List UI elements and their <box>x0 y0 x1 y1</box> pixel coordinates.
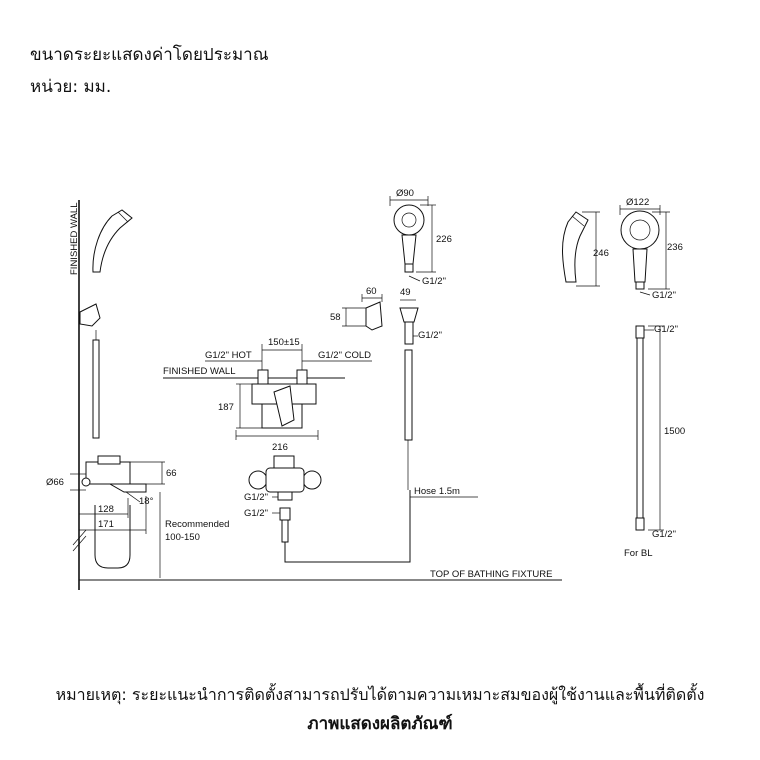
shower-head-122-side-icon <box>562 211 589 283</box>
installation-note: หมายเหตุ: ระยะแนะนำการติดตั้งสามารถปรับไ… <box>55 685 705 704</box>
label-recommended: Recommended <box>165 519 229 530</box>
label-dim-58: 58 <box>330 312 341 323</box>
label-finished-wall: FINISHED WALL <box>163 366 236 377</box>
label-recommended-range: 100-150 <box>165 532 200 543</box>
shower-head-90-icon <box>393 204 425 236</box>
holder-bracket-icon <box>365 301 383 331</box>
mixer-front-body-icon <box>265 467 305 493</box>
hose-1500-icon <box>636 337 644 519</box>
hose-side-icon <box>92 339 100 439</box>
label-hose: Hose 1.5m <box>414 486 460 497</box>
label-dim-226: 226 <box>436 234 452 245</box>
hose-connector-49: 49 G1/2" <box>399 287 442 345</box>
hand-shower-side-icon <box>92 209 133 273</box>
label-dim-246: 246 <box>593 248 609 259</box>
handle-122-icon <box>632 248 648 283</box>
note-unit: หน่วย: มม. <box>30 77 112 97</box>
shower-head-122-icon <box>620 210 660 250</box>
connector-49-icon <box>399 307 419 323</box>
label-dia-122: Ø122 <box>626 197 649 208</box>
note-approximate-dimensions: ขนาดระยะแสดงค่าโดยประมาณ <box>30 45 269 65</box>
label-dim-49: 49 <box>400 287 411 298</box>
label-for-bl: For BL <box>624 548 653 559</box>
label-dim-128: 128 <box>98 504 114 515</box>
label-dim-60: 60 <box>366 286 377 297</box>
outlet-pipe-icon <box>281 519 289 543</box>
product-caption: ภาพแสดงผลิตภัณฑ์ <box>307 714 453 734</box>
label-width-216: 216 <box>272 442 288 453</box>
bathtub-outline <box>94 505 131 569</box>
label-finished-wall-vertical: FINISHED WALL <box>69 203 80 276</box>
label-g12-hs2: G1/2" <box>652 290 676 301</box>
label-cold: G1/2" COLD <box>318 350 371 361</box>
hose-icon <box>404 349 413 441</box>
hose-assembly: Hose 1.5m <box>404 349 478 498</box>
label-g12-b: G1/2" <box>244 508 268 519</box>
mixer-front-view: G1/2" G1/2" <box>244 455 411 563</box>
label-dim-236: 236 <box>667 242 683 253</box>
label-g12-hs1: G1/2" <box>422 276 446 287</box>
hand-shower-122-front: Ø122 236 G1/2" <box>619 197 683 301</box>
label-height-187: 187 <box>218 402 234 413</box>
mixer-handle-icon <box>273 385 295 427</box>
mixer-side-body-icon <box>85 461 131 485</box>
label-g12-hose-top: G1/2" <box>654 324 678 335</box>
label-spacing: 150±15 <box>268 337 300 348</box>
label-hot: G1/2" HOT <box>205 350 252 361</box>
hose-1500-detail: G1/2" 1500 G1/2" For BL <box>624 324 685 559</box>
hand-shower-90: Ø90 226 G1/2" <box>389 188 452 287</box>
label-g12-holder: G1/2" <box>418 330 442 341</box>
label-dim-171: 171 <box>98 519 114 530</box>
wall-holder-detail: 60 58 <box>330 286 383 331</box>
label-g12-hose-bottom: G1/2" <box>652 529 676 540</box>
hand-shower-122-side: 246 <box>562 211 609 287</box>
wall-holder-icon <box>79 303 101 327</box>
handle-90-icon <box>401 234 417 265</box>
label-dim-1500: 1500 <box>664 426 685 437</box>
spout-side-icon <box>108 483 147 493</box>
side-view-installation: FINISHED WALL Ø66 66 18° 128 <box>46 200 229 590</box>
label-dia-90: Ø90 <box>396 188 414 199</box>
label-g12-a: G1/2" <box>244 492 268 503</box>
label-dim-66: 66 <box>166 468 177 479</box>
label-top-of-bathing-fixture: TOP OF BATHING FIXTURE <box>430 569 552 580</box>
mixer-top-view: 150±15 G1/2" HOT G1/2" COLD FINISHED WAL… <box>163 337 372 453</box>
label-dia-66: Ø66 <box>46 477 64 488</box>
